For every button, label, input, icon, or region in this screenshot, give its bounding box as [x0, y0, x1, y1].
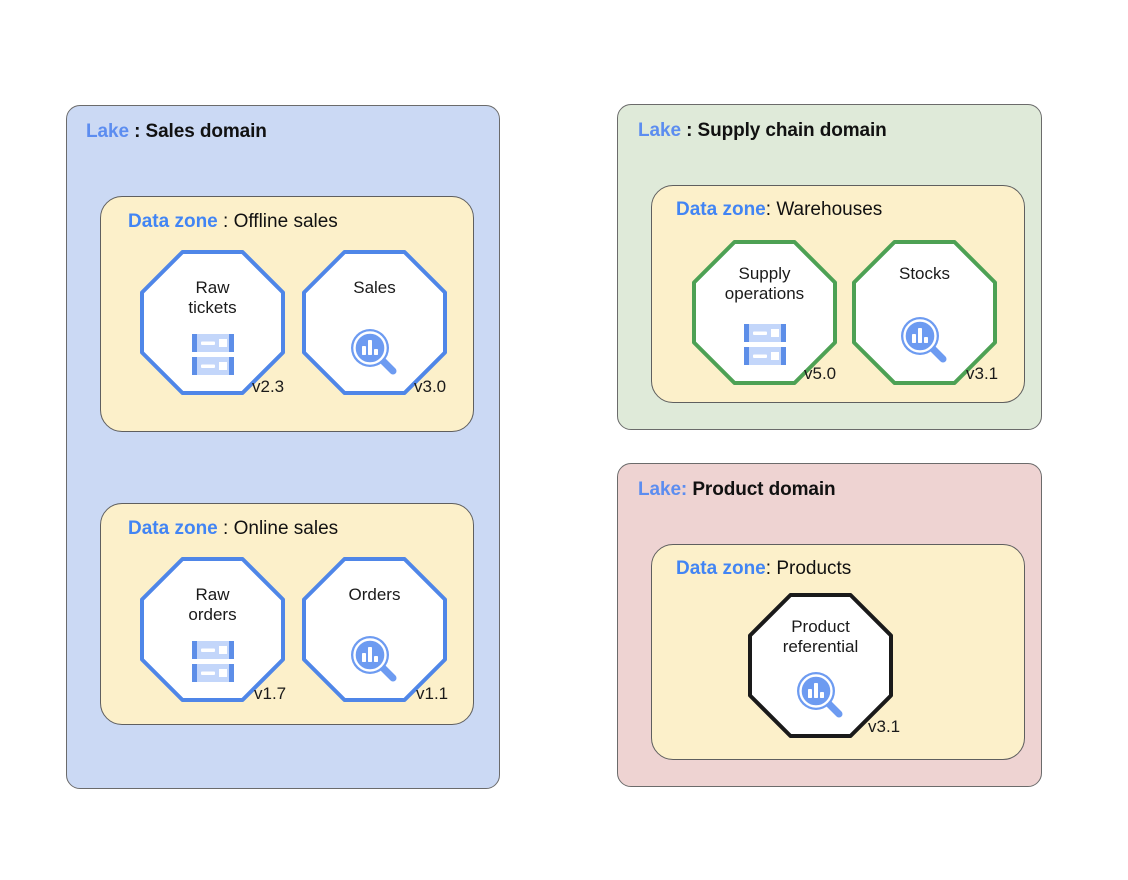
data-zone-title-products: Data zone: Products: [676, 558, 851, 580]
octagon-shape: [140, 557, 285, 702]
data-asset-orders[interactable]: Orders v1.1: [302, 557, 448, 703]
lake-keyword: Lake: [86, 121, 129, 142]
data-asset-sales[interactable]: Sales v3.0: [302, 250, 447, 396]
data-asset-product-referential[interactable]: Product referential v3.1: [748, 593, 900, 738]
data-zone-name: Online sales: [233, 518, 339, 539]
data-zone-separator: :: [765, 558, 777, 579]
lake-separator: :: [680, 120, 698, 141]
data-zone-name: Products: [776, 558, 852, 579]
lake-name: Supply chain domain: [697, 120, 887, 141]
lake-title-supply-chain: Lake : Supply chain domain: [638, 120, 887, 142]
octagon-shape: [852, 240, 997, 385]
lake-title-sales: Lake : Sales domain: [86, 121, 267, 143]
data-zone-keyword: Data zone: [676, 558, 766, 579]
data-zone-title-online-sales: Data zone : Online sales: [128, 518, 338, 540]
data-zone-name: Offline sales: [233, 211, 338, 232]
octagon-shape: [692, 240, 837, 385]
lake-title-product: Lake: Product domain: [638, 479, 836, 501]
lake-keyword: Lake: [638, 120, 681, 141]
lake-separator: :: [680, 479, 693, 500]
data-asset-supply-operations[interactable]: Supply operations v5.0: [692, 240, 837, 385]
lake-name: Product domain: [692, 479, 836, 500]
data-zone-keyword: Data zone: [128, 518, 218, 539]
data-asset-raw-tickets[interactable]: Raw tickets v2.3: [140, 250, 285, 396]
data-asset-raw-orders[interactable]: Raw orders v1.7: [140, 557, 286, 703]
data-zone-title-offline-sales: Data zone : Offline sales: [128, 211, 338, 233]
data-zone-name: Warehouses: [776, 199, 883, 220]
lake-keyword: Lake: [638, 479, 681, 500]
data-asset-stocks[interactable]: Stocks v3.1: [852, 240, 998, 385]
data-zone-separator: :: [217, 211, 234, 232]
data-zone-separator: :: [217, 518, 234, 539]
lake-separator: :: [128, 121, 146, 142]
octagon-shape: [302, 250, 447, 395]
data-zone-separator: :: [765, 199, 777, 220]
data-zone-keyword: Data zone: [128, 211, 218, 232]
data-zone-keyword: Data zone: [676, 199, 766, 220]
data-zone-title-warehouses: Data zone: Warehouses: [676, 199, 882, 221]
octagon-shape: [302, 557, 447, 702]
lake-name: Sales domain: [145, 121, 267, 142]
octagon-shape: [140, 250, 285, 395]
octagon-shape: [748, 593, 893, 738]
